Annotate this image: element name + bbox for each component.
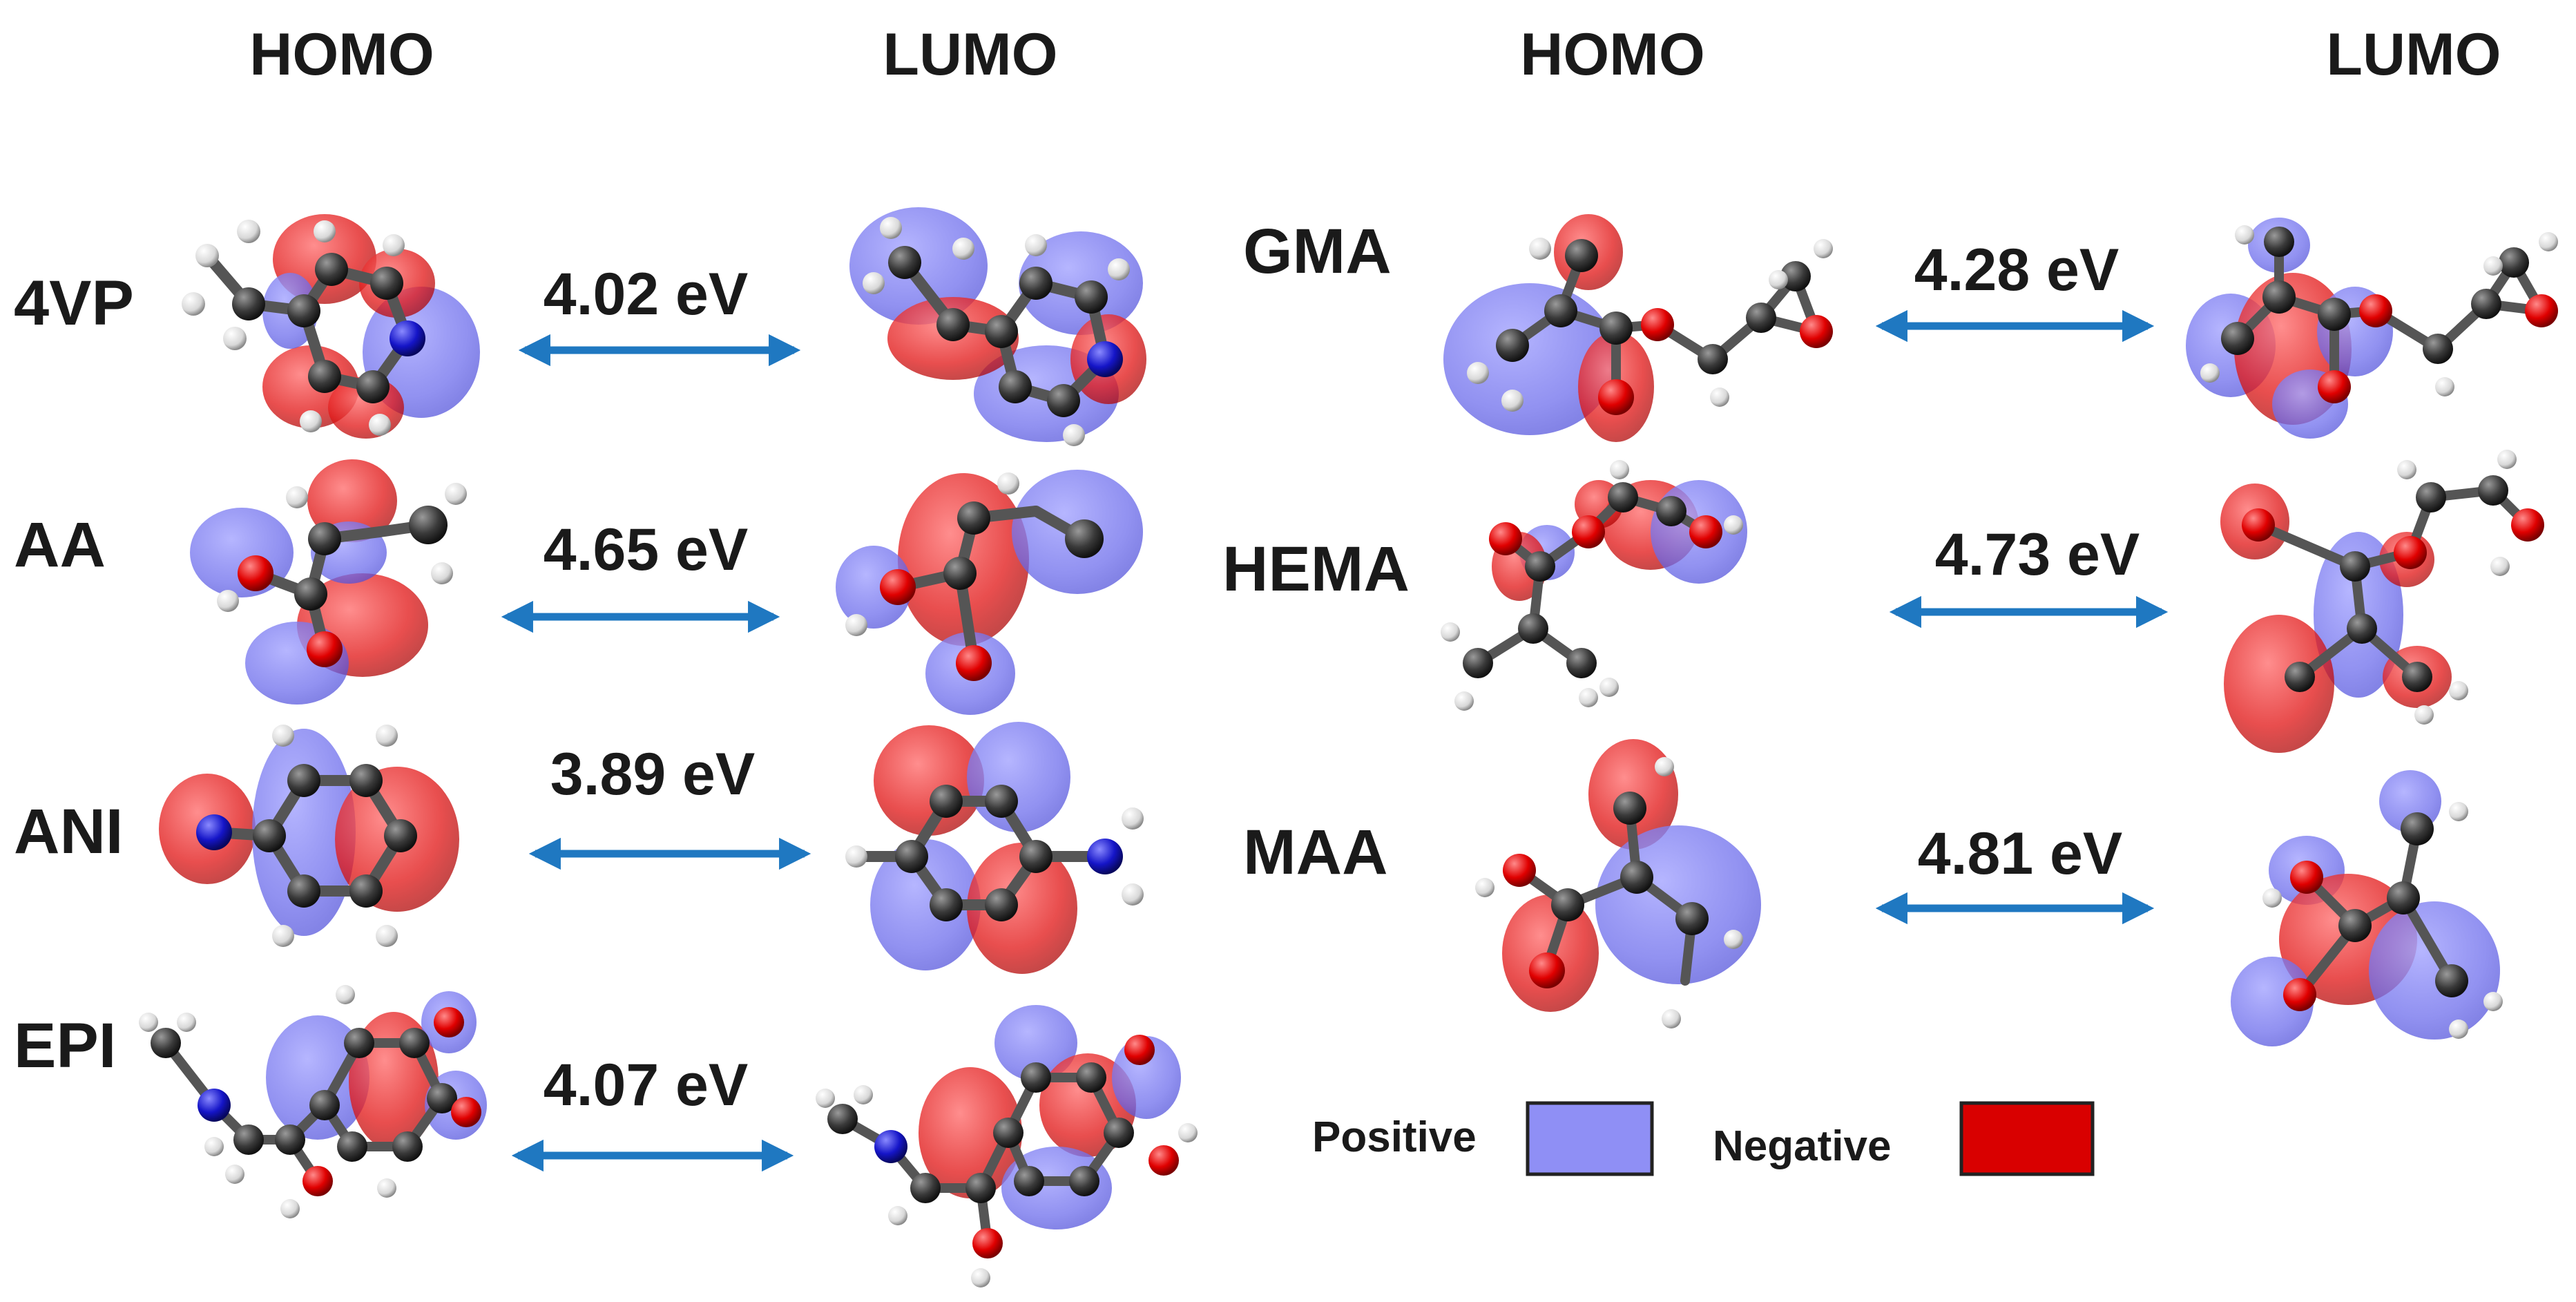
legend-positive-label: Positive <box>1312 1113 1477 1161</box>
gap-label-epi: 4.07 eV <box>544 1052 748 1118</box>
orbital-4vp-homo <box>182 214 480 439</box>
orbital-gma-homo <box>1443 214 1833 442</box>
orbital-maa-homo <box>1475 739 1761 1028</box>
molecule-label-4vp: 4VP <box>14 268 134 338</box>
gap-label-gma: 4.28 eV <box>1914 237 2119 303</box>
header-right-lumo: LUMO <box>2326 21 2501 88</box>
orbital-hema-homo <box>1441 460 1747 711</box>
orbital-maa-lumo <box>2231 770 2503 1046</box>
molecule-label-epi: EPI <box>14 1011 116 1081</box>
molecule-label-aa: AA <box>14 510 106 580</box>
orbital-gma-lumo <box>2186 218 2558 439</box>
gap-label-aa: 4.65 eV <box>544 517 748 583</box>
gap-label-hema: 4.73 eV <box>1935 521 2140 588</box>
gap-label-ani: 3.89 eV <box>550 741 755 807</box>
molecule-label-maa: MAA <box>1243 817 1388 888</box>
orbital-ani-lumo <box>845 722 1144 974</box>
orbital-4vp-lumo <box>849 207 1146 446</box>
legend-positive-swatch <box>1526 1101 1654 1176</box>
orbital-epi-lumo <box>816 1005 1198 1287</box>
molecule-label-gma: GMA <box>1243 216 1392 287</box>
header-left-homo: HOMO <box>249 21 434 88</box>
header-left-lumo: LUMO <box>883 21 1057 88</box>
gap-label-4vp: 4.02 eV <box>544 261 748 327</box>
legend-negative-label: Negative <box>1713 1122 1891 1170</box>
orbital-hema-lumo <box>2220 450 2544 753</box>
orbital-epi-homo <box>139 985 487 1218</box>
orbital-aa-lumo <box>836 470 1143 715</box>
legend: Positive Negative <box>1312 1101 2095 1176</box>
gap-label-maa: 4.81 eV <box>1918 821 2122 887</box>
orbital-aa-homo <box>190 459 467 705</box>
molecule-label-ani: ANI <box>14 796 123 867</box>
header-right-homo: HOMO <box>1520 21 1705 88</box>
legend-negative-swatch <box>1959 1101 2095 1176</box>
molecule-label-hema: HEMA <box>1222 534 1410 604</box>
orbital-ani-homo <box>159 725 459 947</box>
